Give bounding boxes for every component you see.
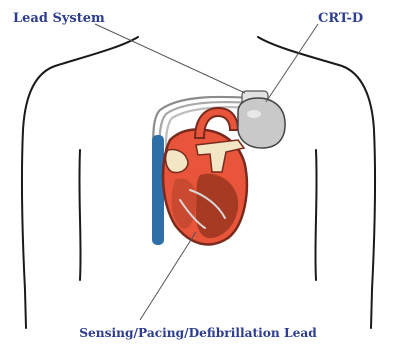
lead-system-callout xyxy=(95,24,245,93)
right-torso-side xyxy=(315,150,316,280)
vena-cava xyxy=(152,135,164,245)
bottom-lead-callout xyxy=(140,232,196,320)
crt-d-label: CRT-D xyxy=(318,11,363,26)
crt-d-callout xyxy=(266,24,318,102)
heart-icon xyxy=(152,108,247,245)
device-shine xyxy=(247,110,261,118)
device-can xyxy=(238,98,285,148)
bottom-lead-label: Sensing/Pacing/Defibrillation Lead xyxy=(79,326,317,340)
crt-d-device-icon xyxy=(238,91,285,148)
lead-system-label: Lead System xyxy=(13,11,105,26)
left-torso-side xyxy=(79,150,80,280)
